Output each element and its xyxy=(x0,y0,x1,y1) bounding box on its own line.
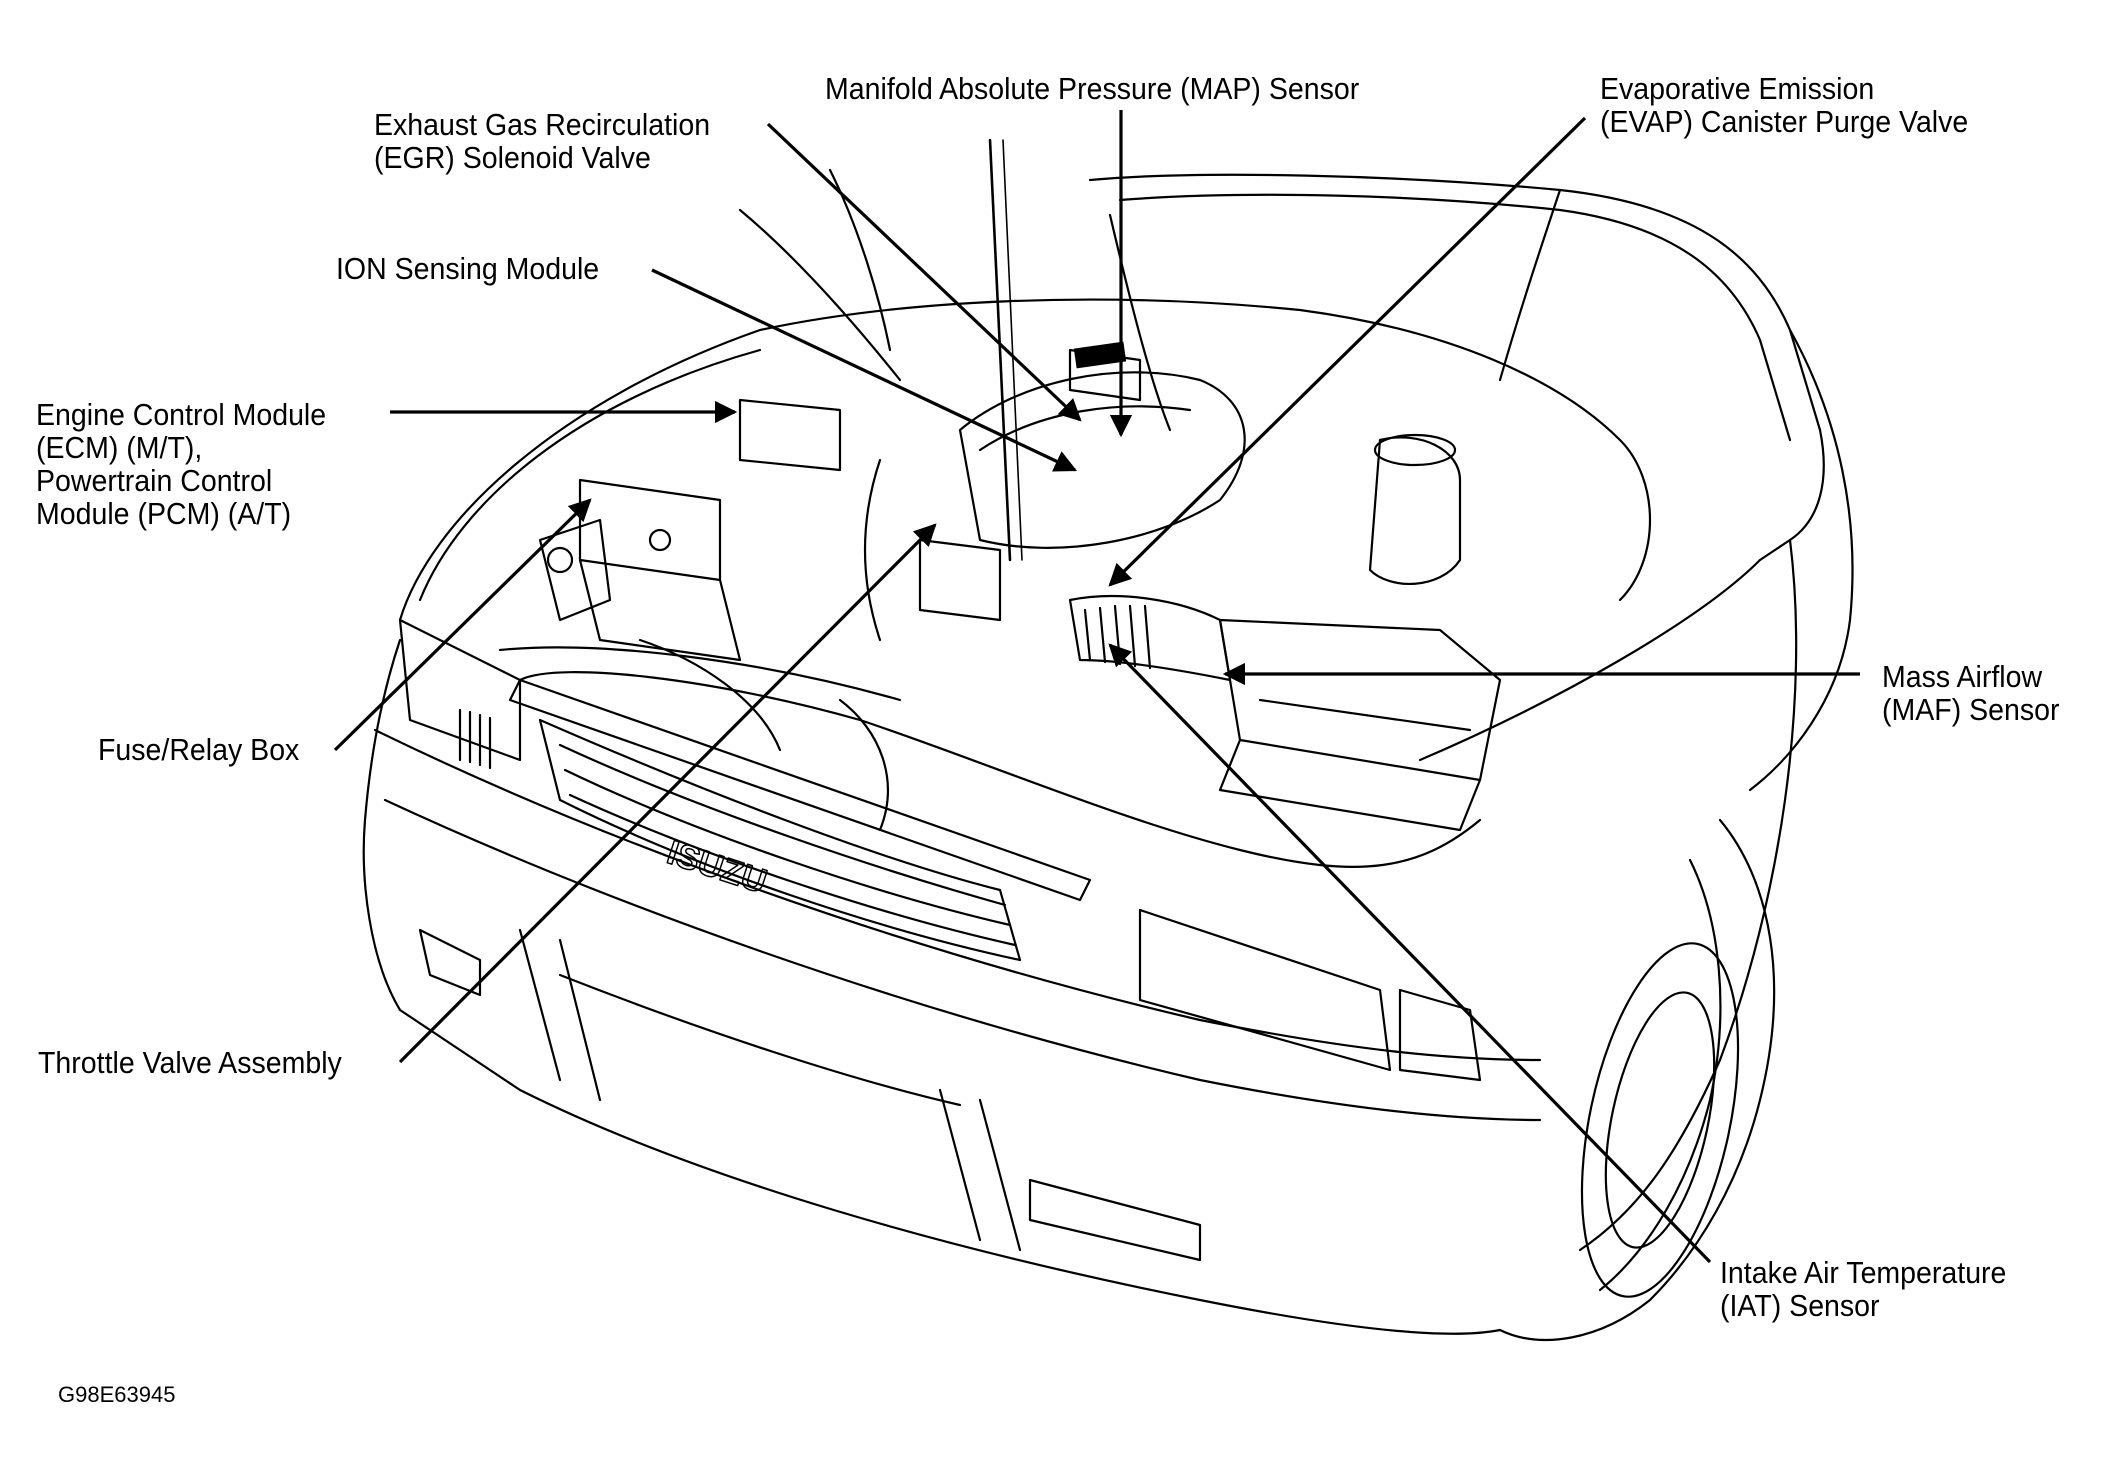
label-iat-sensor: Intake Air Temperature (IAT) Sensor xyxy=(1720,1256,2006,1322)
label-line: Evaporative Emission xyxy=(1600,71,1875,106)
engine-bay xyxy=(398,298,1652,868)
label-line: Powertrain Control xyxy=(36,463,273,498)
label-egr-solenoid-valve: Exhaust Gas Recirculation (EGR) Solenoid… xyxy=(374,108,710,174)
label-maf-sensor: Mass Airflow (MAF) Sensor xyxy=(1882,660,2059,726)
label-line: Exhaust Gas Recirculation xyxy=(374,107,711,142)
label-line: (MAF) Sensor xyxy=(1882,692,2060,727)
label-ecm-pcm: Engine Control Module (ECM) (M/T), Power… xyxy=(36,398,326,530)
label-line: Intake Air Temperature xyxy=(1720,1255,2007,1290)
figure-id: G98E63945 xyxy=(58,1382,176,1407)
label-line: (EGR) Solenoid Valve xyxy=(374,140,651,175)
label-line: Mass Airflow xyxy=(1882,659,2043,694)
label-fuse-relay-box: Fuse/Relay Box xyxy=(98,733,299,766)
label-line: Module (PCM) (A/T) xyxy=(36,496,292,531)
leader-throttle xyxy=(398,523,937,1064)
air-cleaner xyxy=(1068,433,1502,832)
label-evap-purge-valve: Evaporative Emission (EVAP) Canister Pur… xyxy=(1600,72,1968,138)
label-line: Engine Control Module xyxy=(36,397,327,432)
label-line: (EVAP) Canister Purge Valve xyxy=(1600,104,1969,139)
label-ion-sensing-module: ION Sensing Module xyxy=(336,252,599,285)
front-bumper xyxy=(362,638,1542,1335)
leader-iat xyxy=(1108,643,1712,1264)
leader-evap xyxy=(1108,116,1587,587)
battery-and-fuse-box xyxy=(538,398,842,662)
leader-egr xyxy=(766,122,1082,422)
headlamps xyxy=(398,618,1482,1082)
label-line: (ECM) (M/T), xyxy=(36,430,203,465)
leader-fuse xyxy=(333,498,592,752)
label-line: Throttle Valve Assembly xyxy=(38,1045,342,1080)
label-line: Manifold Absolute Pressure (MAP) Sensor xyxy=(825,71,1360,106)
label-line: ION Sensing Module xyxy=(336,251,600,286)
label-map-sensor: Manifold Absolute Pressure (MAP) Sensor xyxy=(825,72,1359,105)
label-line: Fuse/Relay Box xyxy=(98,732,300,767)
label-throttle-valve-assembly: Throttle Valve Assembly xyxy=(38,1046,342,1079)
radiator xyxy=(508,638,1092,902)
leader-ion xyxy=(651,268,1078,472)
label-line: (IAT) Sensor xyxy=(1720,1288,1880,1323)
